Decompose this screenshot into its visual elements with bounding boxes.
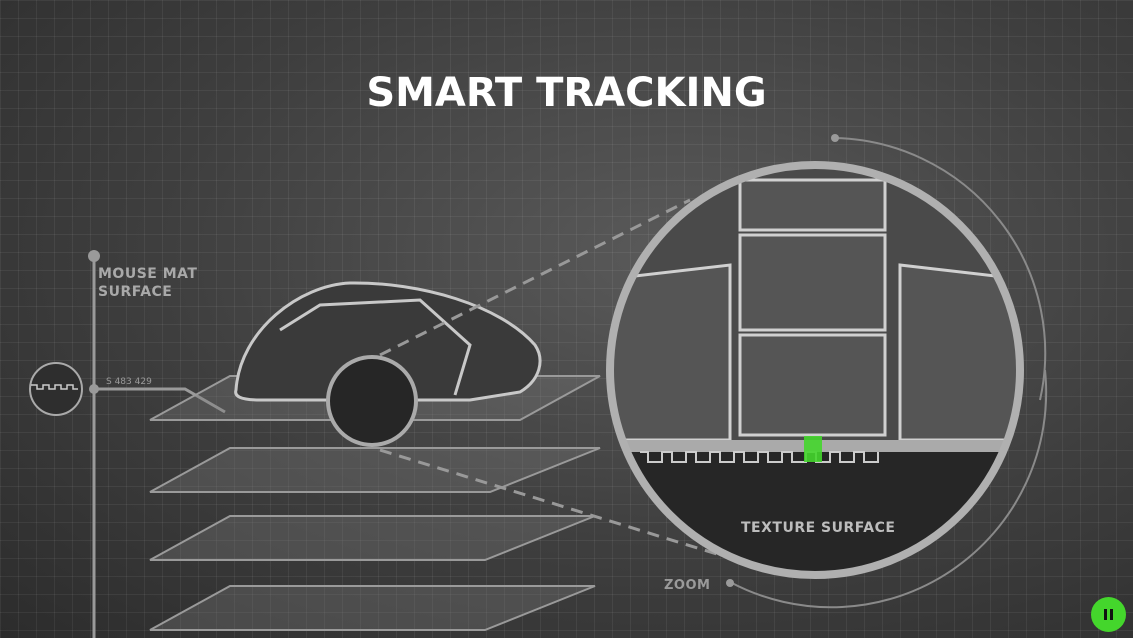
texture-surface-label: TEXTURE SURFACE bbox=[741, 520, 896, 536]
surface-detail-icon bbox=[29, 362, 83, 416]
zoom-view bbox=[610, 165, 1020, 575]
pause-icon bbox=[1104, 609, 1107, 620]
zoom-label: ZOOM bbox=[664, 578, 711, 593]
pause-button[interactable] bbox=[1091, 597, 1126, 632]
page-title: SMART TRACKING bbox=[366, 70, 767, 116]
label-line-2: SURFACE bbox=[98, 284, 173, 300]
label-line-1: MOUSE MAT bbox=[98, 266, 198, 282]
mouse-outline bbox=[234, 281, 542, 402]
mouse-mat-surface-label: MOUSE MAT SURFACE bbox=[98, 265, 197, 301]
pause-icon-bar bbox=[1110, 609, 1113, 620]
sensor-code: S 483 429 bbox=[106, 377, 152, 387]
